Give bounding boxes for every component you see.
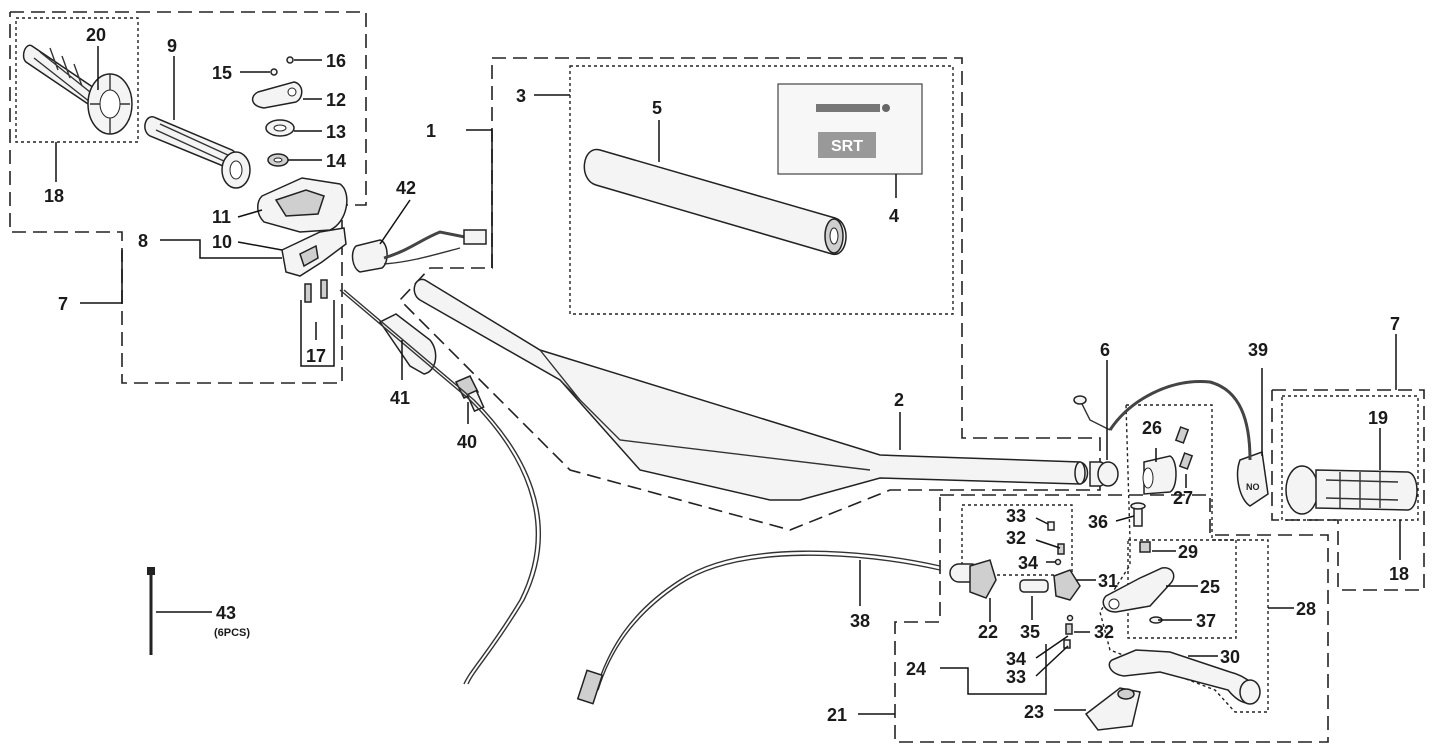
- lever-cover-part-23: [1084, 687, 1141, 731]
- bar-end-plug-part-6: [1089, 461, 1119, 487]
- label-35: 35: [1020, 622, 1040, 642]
- group-1-boundary: [398, 57, 1101, 531]
- label-38: 38: [850, 611, 870, 631]
- label-32-top: 32: [1006, 528, 1026, 548]
- group-7-left-boundary: [9, 11, 367, 384]
- left-grip-part-20: [22, 44, 133, 135]
- label-11: 11: [212, 207, 231, 227]
- decal-sheet-part-4: SRT: [777, 83, 923, 175]
- tie-wrap-part-43: [147, 567, 155, 655]
- label-21: 21: [827, 705, 847, 725]
- label-37: 37: [1196, 611, 1216, 631]
- label-31: 31: [1098, 571, 1118, 591]
- bushing-part-29: [1139, 541, 1151, 553]
- label-24: 24: [906, 659, 926, 679]
- label-39: 39: [1248, 340, 1268, 360]
- lever-perch-part-25: [1102, 567, 1175, 613]
- label-5: 5: [652, 98, 662, 118]
- throttle-clamp-part-10: [281, 227, 347, 277]
- label-13: 13: [326, 122, 346, 142]
- label-28: 28: [1296, 599, 1316, 619]
- group-18-right-boundary: [1281, 395, 1419, 521]
- label-27: 27: [1173, 488, 1193, 508]
- label-33-bottom: 33: [1006, 667, 1026, 687]
- adjuster-shaft-part-35: [1019, 579, 1049, 593]
- bar-pad-part-5: [583, 148, 847, 255]
- label-33-top: 33: [1006, 506, 1026, 526]
- label-34-top: 34: [1018, 553, 1038, 573]
- label-19: 19: [1368, 408, 1388, 428]
- bearing-part-14: [267, 153, 289, 167]
- handlebar-part-2: [413, 278, 1089, 501]
- label-29: 29: [1178, 542, 1198, 562]
- clamp-bolts-part-27: [1174, 426, 1194, 470]
- clutch-cable-end: [576, 669, 604, 705]
- label-12: 12: [326, 90, 346, 110]
- clutch-cable-part-38-b: [597, 554, 941, 691]
- label-17: 17: [306, 346, 326, 366]
- screw-part-16: [286, 56, 294, 64]
- label-15: 15: [212, 63, 232, 83]
- throttle-housing-part-11: [257, 177, 348, 233]
- switch-text: NO: [1246, 482, 1260, 492]
- group-24-boundary: [961, 504, 1073, 576]
- label-18-right: 18: [1389, 564, 1409, 584]
- label-6: 6: [1100, 340, 1110, 360]
- pivot-bolt-part-36: [1130, 502, 1146, 527]
- label-4: 4: [889, 206, 899, 226]
- bolts-part-17: [304, 279, 328, 303]
- label-34-bottom: 34: [1006, 649, 1026, 669]
- label-23: 23: [1024, 702, 1044, 722]
- label-7-left: 7: [58, 294, 68, 314]
- label-25: 25: [1200, 577, 1220, 597]
- label-1: 1: [426, 121, 436, 141]
- label-2: 2: [894, 390, 904, 410]
- adjuster-knob-part-22: [949, 559, 997, 599]
- spring-part-32: [1057, 543, 1073, 635]
- label-9: 9: [167, 36, 177, 56]
- kill-switch-part-42: [351, 229, 487, 273]
- label-20: 20: [86, 25, 106, 45]
- label-30: 30: [1220, 647, 1240, 667]
- screw-part-15: [270, 68, 278, 76]
- label-42: 42: [396, 178, 416, 198]
- label-43-note: (6PCS): [214, 627, 250, 639]
- callout-labels: 1 2 3 4 5 6 7 7 8 9 10 11 12 13 14 15 16…: [44, 25, 1409, 725]
- label-18-left: 18: [44, 186, 64, 206]
- label-7-right: 7: [1390, 314, 1400, 334]
- label-3: 3: [516, 86, 526, 106]
- group-3-boundary: [569, 65, 954, 315]
- throttle-cable-line: [339, 289, 537, 685]
- cover-plate-part-12: [251, 81, 303, 109]
- label-22: 22: [978, 622, 998, 642]
- throttle-tube-part-9: [144, 116, 251, 189]
- group-28-boundary: [1099, 404, 1269, 713]
- throttle-cable-line-2: [343, 289, 541, 685]
- group-18-left-boundary: [15, 17, 139, 143]
- detent-ball-part-33: [1047, 521, 1071, 649]
- detent-pin-part-34: [1054, 558, 1074, 622]
- perch-clamp-part-26: [1142, 455, 1177, 495]
- label-8: 8: [138, 231, 148, 251]
- leader-lines: [55, 46, 1401, 715]
- group-7-right-boundary: [1271, 389, 1425, 591]
- group-21-boundary: [894, 494, 1329, 743]
- label-10: 10: [212, 232, 232, 252]
- start-switch-part-39: NO: [1073, 380, 1269, 507]
- adjuster-star-part-31: [1053, 569, 1081, 601]
- label-36: 36: [1088, 512, 1108, 532]
- pulley-part-13: [265, 119, 295, 137]
- clutch-lever-part-30: [1108, 649, 1261, 705]
- label-14: 14: [326, 151, 346, 171]
- label-41: 41: [390, 388, 410, 408]
- clutch-cable-part-38: [595, 550, 941, 691]
- right-grip-part-19: [1285, 465, 1418, 515]
- label-32-bottom: 32: [1094, 622, 1114, 642]
- label-26: 26: [1142, 418, 1162, 438]
- label-40: 40: [457, 432, 477, 452]
- label-16: 16: [326, 51, 346, 71]
- decal-logo-text: SRT: [831, 138, 863, 155]
- label-43: 43: [216, 603, 236, 623]
